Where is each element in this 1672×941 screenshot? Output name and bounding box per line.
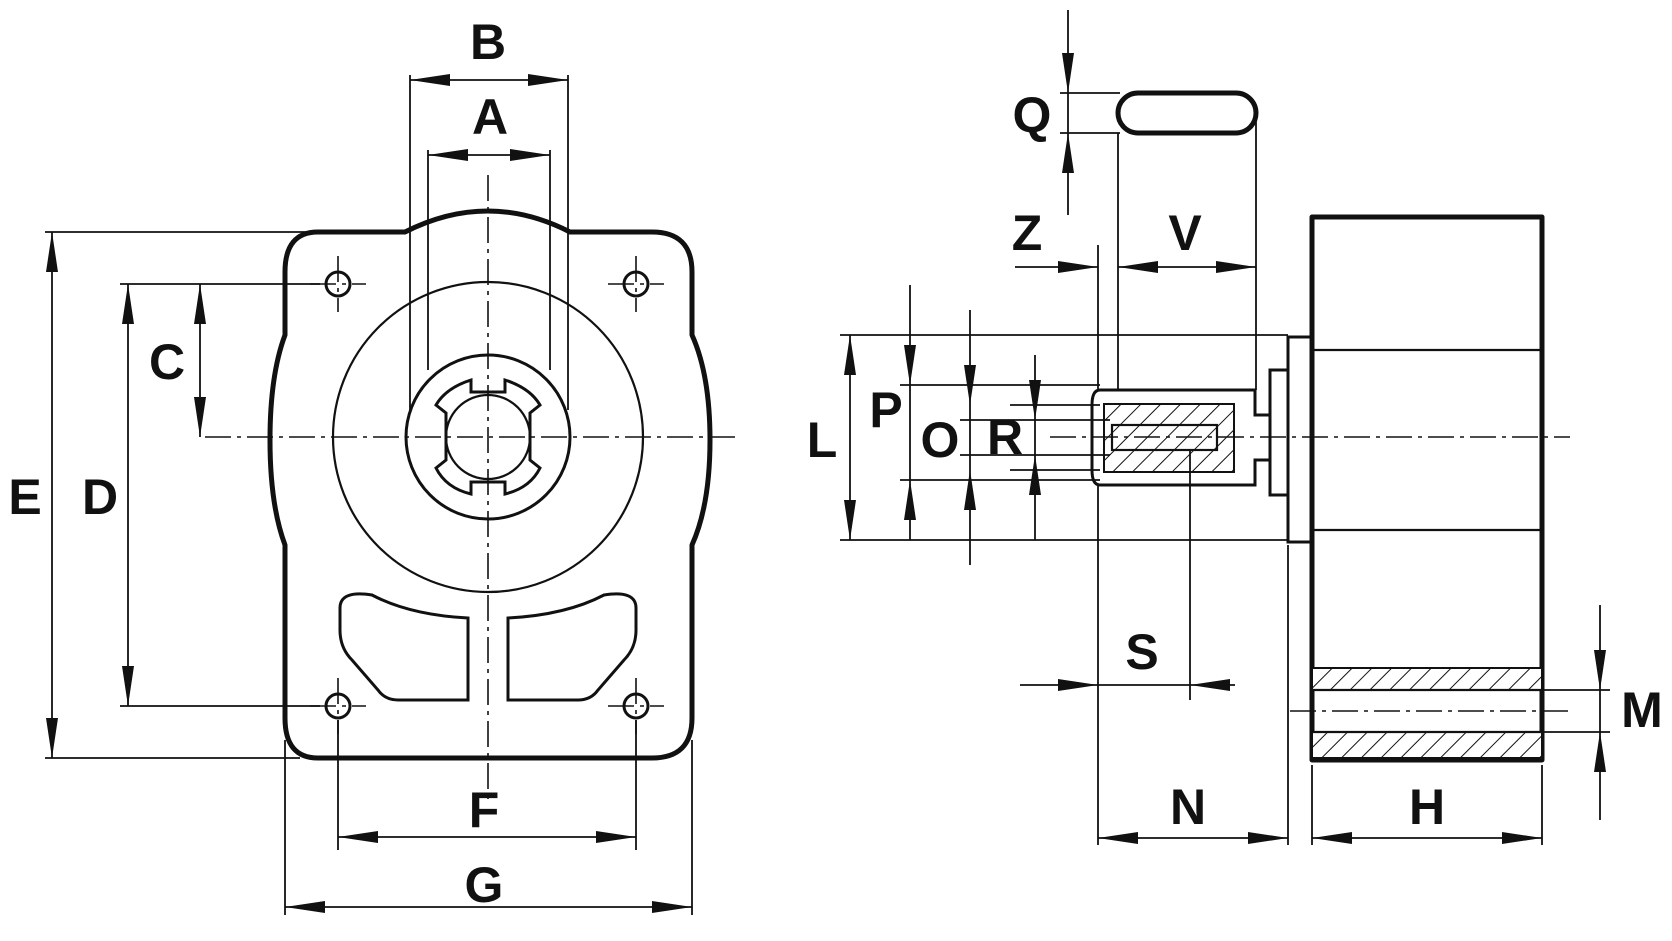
label-A: A [472, 89, 508, 145]
spline-bore [434, 377, 542, 496]
label-Q: Q [1013, 87, 1052, 143]
dimension-R [1029, 355, 1041, 540]
key-shape [1115, 90, 1259, 136]
dimension-E [46, 232, 58, 758]
label-C: C [149, 334, 185, 390]
bolt-hole-top-right [608, 256, 664, 312]
label-E: E [8, 469, 41, 525]
label-H: H [1409, 779, 1445, 835]
dimension-O [964, 310, 976, 565]
front-view: B A C D E F G [8, 14, 735, 915]
dimension-B [410, 74, 568, 86]
label-L: L [807, 412, 838, 468]
dimension-Z [1015, 261, 1098, 273]
label-N: N [1170, 779, 1206, 835]
side-view: Q Z V L P O R S N H M [807, 10, 1663, 845]
label-D: D [82, 469, 118, 525]
dimension-V [1118, 261, 1256, 273]
front-lower-cavity-right [506, 592, 638, 702]
dimension-H [1312, 832, 1542, 844]
label-B: B [470, 14, 506, 70]
dimension-G [285, 901, 692, 913]
label-V: V [1168, 205, 1202, 261]
shaft-hatch [1103, 403, 1235, 473]
dimension-L [844, 335, 856, 540]
shaft-body [1090, 388, 1272, 487]
dimension-F [338, 831, 636, 843]
label-R: R [987, 409, 1023, 465]
side-shoulder [1268, 368, 1290, 497]
dimension-P [904, 285, 916, 540]
label-G: G [465, 857, 504, 913]
label-O: O [921, 412, 960, 468]
front-lower-cavity [338, 592, 470, 702]
dimension-D [122, 284, 134, 706]
dimension-N [1098, 832, 1288, 844]
dimension-C [194, 284, 206, 437]
body-hole-hatch-bottom [1311, 731, 1543, 759]
label-P: P [869, 382, 902, 438]
body-hole-hatch-top [1311, 667, 1543, 691]
front-body-outline [267, 208, 713, 761]
label-M: M [1621, 682, 1663, 738]
dimension-S [1020, 679, 1235, 691]
dimension-M [1594, 605, 1606, 820]
label-S: S [1125, 624, 1158, 680]
side-flange [1286, 335, 1314, 544]
dimension-A [428, 149, 550, 161]
label-F: F [469, 782, 500, 838]
dimension-Q [1062, 10, 1074, 215]
label-Z: Z [1012, 205, 1043, 261]
